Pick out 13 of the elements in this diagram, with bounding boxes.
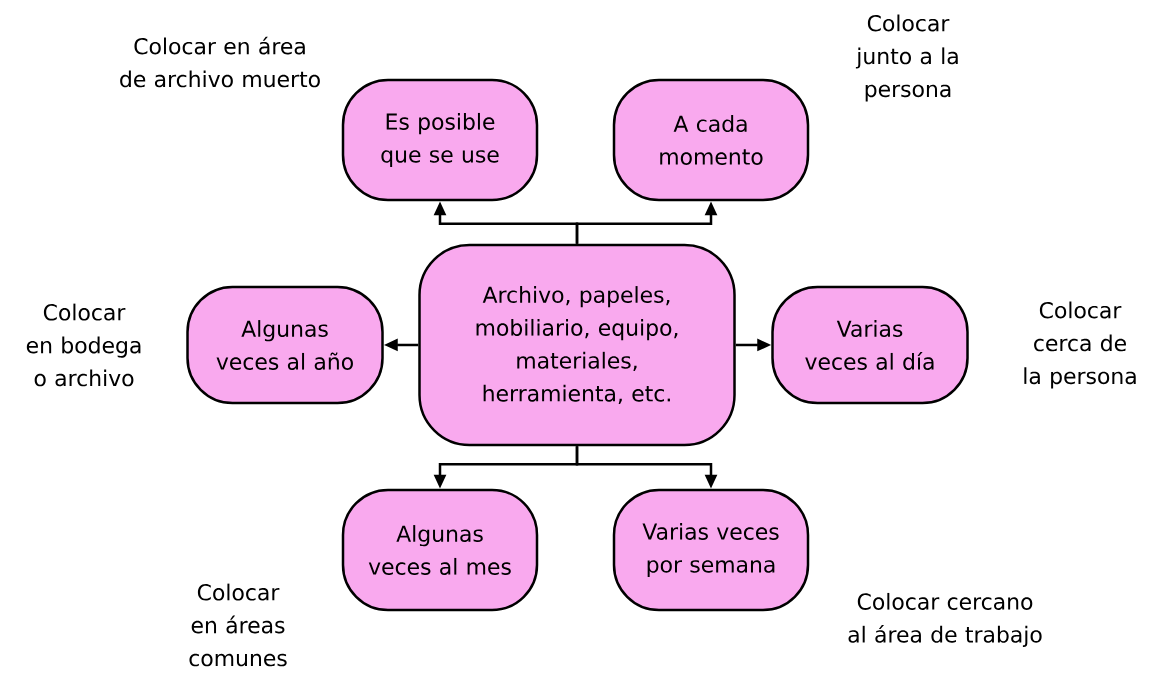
rounded-box: Algunas veces al mes xyxy=(341,488,539,612)
note-text: Colocar en área de archivo muerto xyxy=(120,36,320,88)
note-text: Colocar cercano al área de trabajo xyxy=(848,592,1042,648)
rounded-box: Varias veces al día xyxy=(771,285,969,405)
rounded-box: Algunas veces al año xyxy=(186,285,384,405)
note-text: Colocar junto a la persona xyxy=(855,14,958,102)
rounded-box: Archivo, papeles, mobiliario, equipo, materiales, herramienta, etc. xyxy=(418,243,736,447)
note-text: Colocar cerca de la persona xyxy=(1024,301,1136,389)
rounded-box: Es posible que se use xyxy=(341,78,539,202)
note-text: Colocar en áreas comunes xyxy=(189,583,287,667)
rounded-box: A cada momento xyxy=(612,78,810,202)
rounded-box: Varias veces por semana xyxy=(612,488,810,612)
note-text: Colocar en bodega o archivo xyxy=(26,303,141,387)
